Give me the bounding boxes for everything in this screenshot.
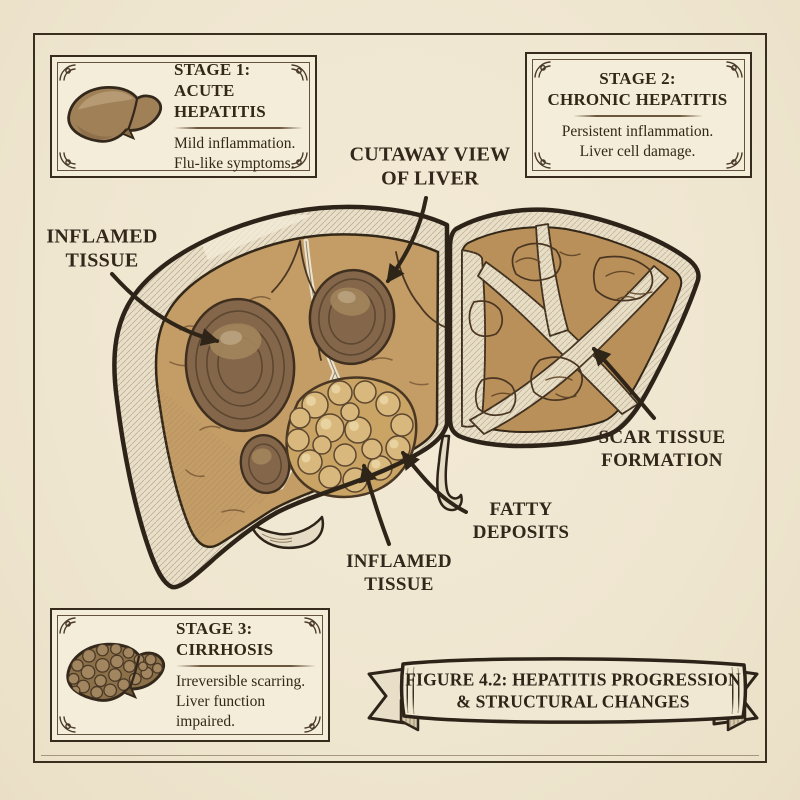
annotation-arrows	[110, 196, 656, 546]
divider	[176, 664, 316, 667]
corner-flourish-icon	[59, 64, 76, 81]
corner-flourish-icon	[726, 61, 743, 78]
label-scar-tissue-formation: SCAR TISSUE FORMATION	[598, 426, 726, 471]
label-inflamed-tissue-bottom: INFLAMED TISSUE	[346, 550, 452, 595]
corner-flourish-icon	[59, 617, 76, 634]
label-fatty-deposits: FATTY DEPOSITS	[472, 498, 570, 543]
inflamed-mass-upper	[308, 268, 396, 366]
arrow-fatty-deposits	[401, 450, 468, 514]
corner-flourish-icon	[304, 617, 321, 634]
stage1-title: STAGE 1: ACUTE HEPATITIS	[174, 59, 266, 122]
corner-flourish-icon	[291, 152, 308, 169]
stage1-body: Mild inflammation. Flu-like symptoms.	[174, 134, 296, 172]
stage3-title: STAGE 3: CIRRHOSIS	[176, 619, 274, 660]
caption-banner-ribbon	[367, 657, 759, 732]
liver-cirrhotic-icon	[66, 642, 166, 702]
stage1-acute-hepatitis-box: STAGE 1: ACUTE HEPATITIS Mild inflammati…	[50, 55, 317, 178]
label-cutaway-view: CUTAWAY VIEW OF LIVER	[349, 143, 511, 190]
arrow-scar-tissue	[592, 347, 656, 420]
right-lobe-parenchyma	[461, 226, 683, 434]
stage3-cirrhosis-box: STAGE 3: CIRRHOSIS Irreversible scarring…	[50, 608, 330, 742]
corner-flourish-icon	[304, 716, 321, 733]
corner-flourish-icon	[534, 61, 551, 78]
liver-left-lobe	[112, 204, 451, 590]
arrow-cutaway-view	[386, 196, 428, 284]
stage2-body: Persistent inflammation. Liver cell dama…	[561, 122, 714, 160]
corner-flourish-icon	[726, 152, 743, 169]
arrow-inflamed-left	[110, 272, 220, 347]
figure-caption: FIGURE 4.2: HEPATITIS PROGRESSION & STRU…	[405, 669, 741, 711]
corner-flourish-icon	[59, 152, 76, 169]
fatty-deposits-cluster	[285, 376, 418, 499]
stage2-title: STAGE 2: CHRONIC HEPATITIS	[547, 69, 728, 110]
label-inflamed-tissue-left: INFLAMED TISSUE	[46, 225, 158, 272]
divider	[572, 114, 703, 117]
stage3-body: Irreversible scarring. Liver function im…	[176, 672, 306, 730]
corner-flourish-icon	[534, 152, 551, 169]
corner-flourish-icon	[59, 716, 76, 733]
liver-normal-icon	[67, 85, 163, 143]
gallbladder-sac	[248, 515, 325, 550]
divider	[174, 126, 303, 129]
corner-flourish-icon	[291, 64, 308, 81]
stage2-chronic-hepatitis-box: STAGE 2: CHRONIC HEPATITIS Persistent in…	[525, 52, 752, 178]
vessel-stalk	[436, 434, 463, 512]
liver-right-lobe	[447, 207, 701, 449]
arrow-inflamed-bottom	[359, 463, 391, 546]
